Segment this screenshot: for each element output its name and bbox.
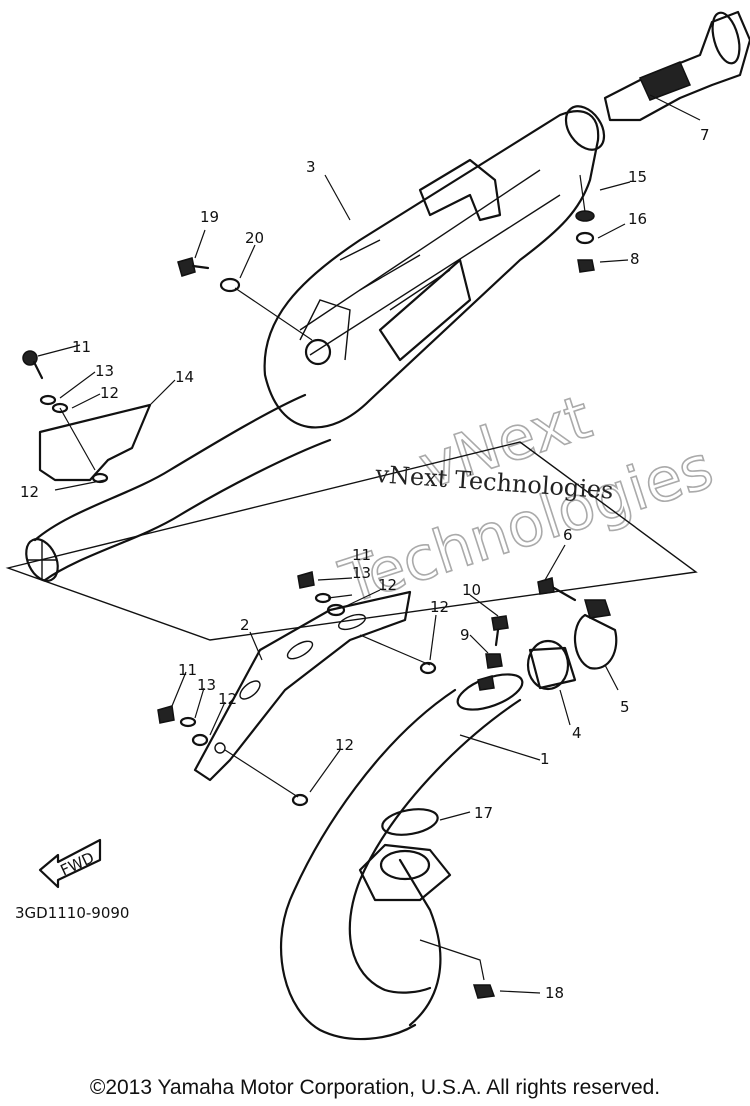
callout-12-right: 12 bbox=[430, 598, 449, 616]
callout-3: 3 bbox=[306, 158, 316, 176]
callout-11-upper: 11 bbox=[72, 338, 91, 356]
callout-11-center: 11 bbox=[352, 546, 371, 564]
callout-8: 8 bbox=[630, 250, 640, 268]
exhaust-flange bbox=[358, 843, 452, 902]
callout-1: 1 bbox=[540, 750, 550, 768]
part-14-heat-shield bbox=[38, 403, 152, 482]
callout-16: 16 bbox=[628, 210, 647, 228]
callout-5: 5 bbox=[620, 698, 630, 716]
part-17-gasket bbox=[381, 808, 439, 836]
callout-2: 2 bbox=[240, 616, 250, 634]
callout-13-upper: 13 bbox=[95, 362, 114, 380]
callout-11-lower: 11 bbox=[178, 661, 197, 679]
callout-12-center: 12 bbox=[378, 576, 397, 594]
callout-13-center: 13 bbox=[352, 564, 371, 582]
callout-15: 15 bbox=[628, 168, 647, 186]
part-2-heat-protector bbox=[193, 590, 412, 782]
part-7-tail-pipe bbox=[603, 10, 750, 122]
callout-13-lower: 13 bbox=[197, 676, 216, 694]
fwd-arrow: FWD bbox=[38, 838, 102, 889]
part-10-bolt-9-washer bbox=[485, 615, 509, 669]
callout-12-left: 12 bbox=[20, 483, 39, 501]
assembly-outline bbox=[5, 441, 698, 641]
callout-12-upper: 12 bbox=[100, 384, 119, 402]
part-6-bolt bbox=[537, 577, 577, 602]
callout-labels: 7 3 15 16 8 19 20 11 13 12 14 12 6 10 9 … bbox=[20, 126, 710, 1002]
callout-10: 10 bbox=[462, 581, 481, 599]
hardware-upper-left bbox=[22, 350, 109, 484]
callout-4: 4 bbox=[572, 724, 582, 742]
part-1-exhaust-pipe bbox=[279, 673, 524, 1041]
callout-19: 19 bbox=[200, 208, 219, 226]
callout-14: 14 bbox=[175, 368, 194, 386]
part-4-joint bbox=[526, 639, 577, 691]
callout-20: 20 bbox=[245, 229, 264, 247]
hardware-muffler-clamp bbox=[575, 174, 595, 273]
bolt-19-washer-20 bbox=[177, 257, 313, 341]
part-18-nut bbox=[419, 939, 496, 999]
muffler-inlet-pipe bbox=[25, 393, 332, 582]
hardware-lower-left bbox=[157, 705, 309, 807]
callout-17: 17 bbox=[474, 804, 493, 822]
callout-18: 18 bbox=[545, 984, 564, 1002]
callout-6: 6 bbox=[563, 526, 573, 544]
callout-12-bottom: 12 bbox=[335, 736, 354, 754]
exhaust-parts-diagram: vNext Technologies bbox=[5, 10, 750, 1041]
callout-12-lower: 12 bbox=[218, 690, 237, 708]
callout-9: 9 bbox=[460, 626, 470, 644]
leader-lines bbox=[37, 94, 701, 994]
copyright-notice: ©2013 Yamaha Motor Corporation, U.S.A. A… bbox=[89, 1076, 661, 1099]
callout-7: 7 bbox=[700, 126, 710, 144]
part-5-clamp bbox=[573, 599, 618, 670]
hardware-center bbox=[297, 571, 437, 675]
part-3-muffler bbox=[263, 105, 606, 429]
part-code: 3GD1110-9090 bbox=[15, 904, 129, 922]
fwd-label: FWD bbox=[58, 848, 97, 879]
